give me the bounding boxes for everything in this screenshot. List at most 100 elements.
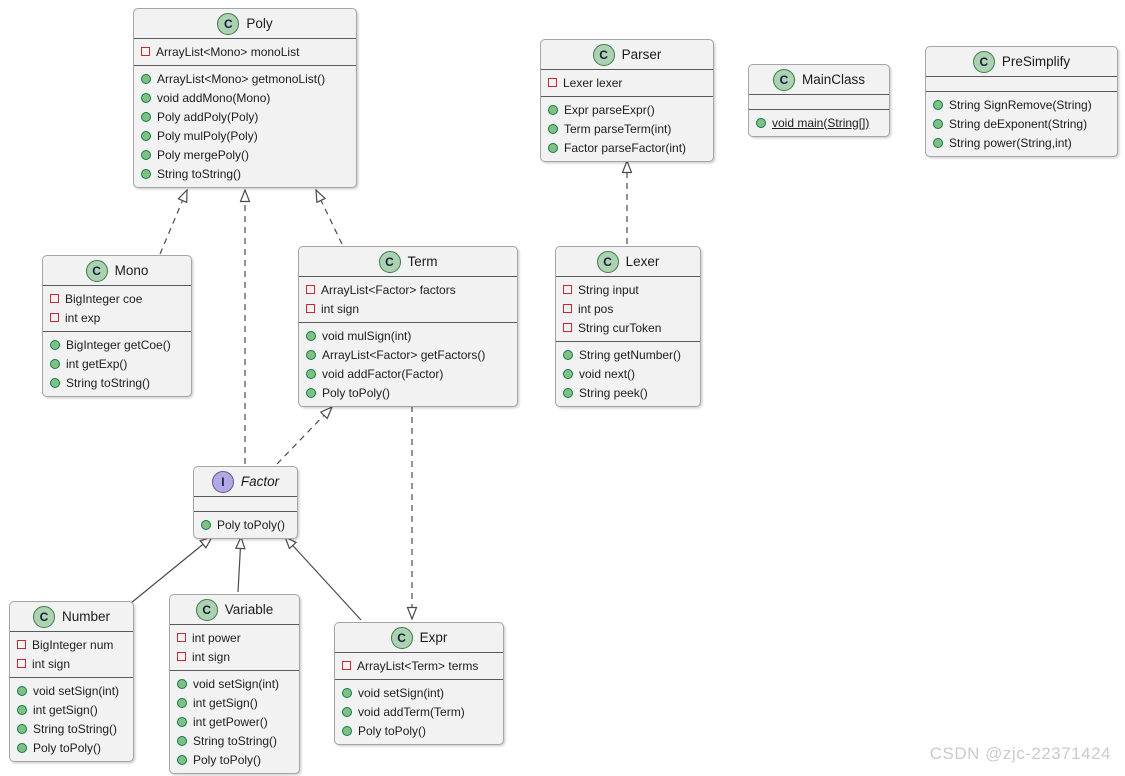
class-name: Variable [224,602,274,617]
edge-factor-to-term [276,407,332,465]
method-text: String SignRemove(String) [949,97,1092,112]
method-row: int getSign() [177,693,293,712]
public-method-icon [306,387,316,398]
method-text: String toString() [193,733,278,748]
field-row: ArrayList<Factor> factors [306,280,511,299]
field-row: String curToken [563,318,694,337]
class-icon: C [596,250,619,273]
method-text: void setSign(int) [33,683,120,698]
method-row: void setSign(int) [177,674,293,693]
public-method-icon [50,377,60,388]
method-text: String getNumber() [579,347,682,362]
method-text: String toString() [33,721,118,736]
method-text: void addFactor(Factor) [322,366,444,381]
field-row: ArrayList<Mono> monoList [141,42,350,61]
methods-section: void main(String[]) [749,110,889,136]
method-text: Expr parseExpr() [564,102,655,117]
method-text: int getSign() [33,702,98,717]
methods-section: void mulSign(int)ArrayList<Factor> getFa… [299,323,517,406]
field-row: BigInteger num [17,635,127,654]
method-text: int getExp() [66,356,128,371]
public-method-icon [141,73,151,84]
private-field-icon [563,304,572,313]
fields-section: int power int sign [170,625,299,671]
method-row: void setSign(int) [342,683,497,702]
fields-section: BigInteger num int sign [10,632,133,678]
methods-section: void setSign(int) int getSign() String toS… [10,678,133,761]
public-method-icon [50,358,60,369]
field-text: int sign [32,656,71,671]
class-expr: C Expr ArrayList<Term> terms void setSig… [334,622,504,745]
method-row: String SignRemove(String) [933,95,1111,114]
class-icon: C [972,50,995,73]
method-row: Poly toPoly() [342,721,497,740]
field-text: int sign [192,649,231,664]
class-icon: C [195,598,218,621]
field-row: int sign [17,654,127,673]
public-method-icon [342,687,352,698]
class-lexer-header: C Lexer [556,247,700,277]
method-text: void mulSign(int) [322,328,412,343]
class-icon: C [217,12,240,35]
public-method-icon [17,704,27,715]
fields-section [749,95,889,110]
class-term: C Term ArrayList<Factor> factors int sign… [298,246,518,407]
class-number: C Number BigInteger num int sign void set… [9,601,134,762]
field-row: int pos [563,299,694,318]
method-text: void setSign(int) [358,685,445,700]
interface-factor-header: I Factor [194,467,297,497]
method-row: String getNumber() [563,345,694,364]
fields-section [194,497,297,512]
class-poly-header: C Poly [134,9,356,39]
methods-section: void setSign(int)int getSign() int getPow… [170,671,299,773]
method-row: void addFactor(Factor) [306,364,511,383]
edge-variable-to-factor [238,537,241,593]
field-text: Lexer lexer [563,75,623,90]
field-text: int sign [321,301,360,316]
field-text: String input [578,282,639,297]
fields-section [926,77,1117,92]
private-field-icon [548,78,557,87]
field-text: int power [192,630,241,645]
field-text: ArrayList<Factor> factors [321,282,456,297]
fields-section: ArrayList<Term> terms [335,653,503,680]
method-text: void addMono(Mono) [157,90,271,105]
public-method-icon [177,678,187,689]
private-field-icon [17,659,26,668]
public-method-icon [933,99,943,110]
public-method-icon [141,149,151,160]
private-field-icon [177,633,186,642]
method-row: void setSign(int) [17,681,127,700]
method-row: int getPower() [177,712,293,731]
method-text: Poly toPoly() [217,517,286,532]
public-method-icon [201,519,211,530]
methods-section: BigInteger getCoe()int getExp()String to… [43,332,191,396]
class-term-header: C Term [299,247,517,277]
method-text: int getPower() [193,714,268,729]
class-icon: C [32,605,55,628]
public-method-icon [306,349,316,360]
public-method-icon [548,123,558,134]
fields-section: ArrayList<Factor> factors int sign [299,277,517,323]
private-field-icon [563,285,572,294]
class-name: Number [61,609,110,624]
field-text: int pos [578,301,614,316]
public-method-icon [933,118,943,129]
interface-icon: I [211,470,234,493]
method-row: Term parseTerm(int) [548,119,707,138]
public-method-icon [933,137,943,148]
public-method-icon [548,142,558,153]
class-presimplify-header: C PreSimplify [926,47,1117,77]
method-text: Term parseTerm(int) [564,121,672,136]
class-parser-header: C Parser [541,40,713,70]
public-method-icon [563,368,573,379]
method-text: String toString() [66,375,151,390]
field-row: String input [563,280,694,299]
method-row: String toString() [141,164,350,183]
class-name: Poly [246,16,273,31]
method-text: ArrayList<Mono> getmonoList() [157,71,326,86]
class-expr-header: C Expr [335,623,503,653]
